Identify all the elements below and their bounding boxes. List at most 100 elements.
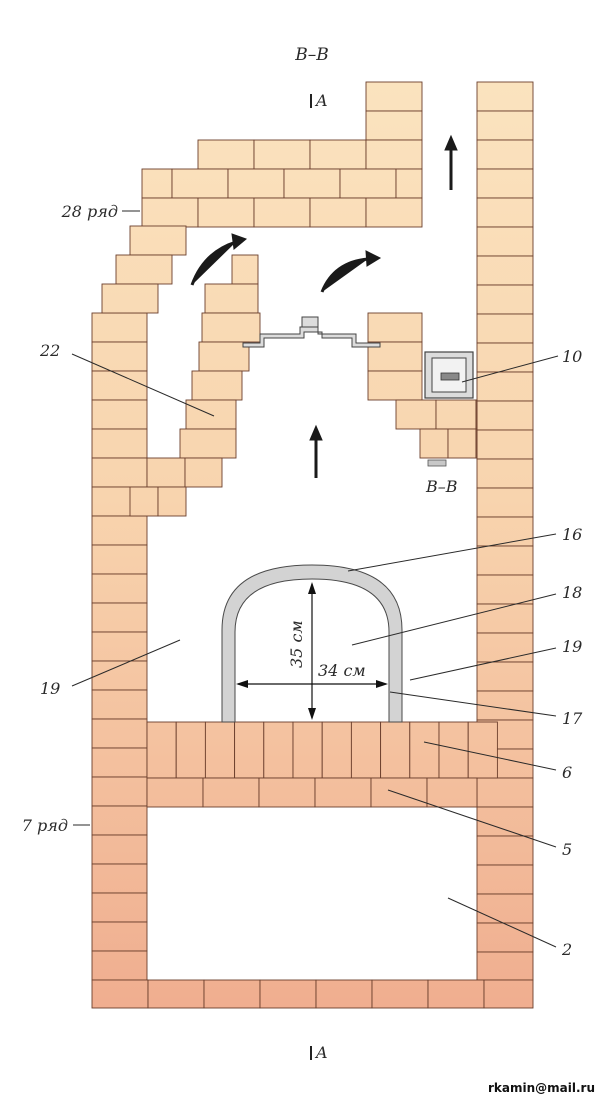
brick	[91, 892, 148, 923]
brick	[476, 632, 534, 663]
brick	[371, 979, 429, 1009]
brick	[197, 197, 255, 228]
callout-19-left: 19	[40, 679, 60, 698]
brick	[476, 777, 534, 808]
section-label-inner: B–B	[425, 477, 458, 496]
brick	[91, 399, 148, 430]
brick	[339, 168, 397, 199]
brick	[157, 486, 187, 517]
brick	[204, 721, 236, 779]
brick	[365, 81, 423, 112]
footer-email: rkamin@mail.ru	[488, 1081, 595, 1095]
damper-tab	[427, 459, 447, 467]
brick	[476, 951, 534, 981]
brick	[253, 139, 311, 170]
brick	[365, 197, 423, 228]
brick	[129, 225, 187, 256]
callout-2: 2	[561, 940, 572, 959]
brick	[476, 284, 534, 315]
brick	[129, 486, 159, 517]
brick	[201, 312, 261, 343]
brick	[234, 721, 265, 779]
callout-10: 10	[562, 347, 582, 366]
brick	[171, 168, 229, 199]
brick	[467, 721, 498, 779]
brick	[476, 603, 534, 634]
brick	[476, 922, 534, 953]
callout-6: 6	[562, 763, 572, 782]
brick	[350, 721, 382, 779]
brick	[292, 721, 323, 779]
brick	[447, 428, 477, 459]
brick	[91, 573, 148, 604]
brick	[91, 834, 148, 865]
brick	[367, 312, 423, 343]
brick	[283, 168, 341, 199]
brick	[475, 399, 478, 430]
brick	[409, 721, 440, 779]
brick	[476, 313, 534, 344]
brick	[476, 197, 534, 228]
callout-18: 18	[562, 583, 582, 602]
brick	[380, 721, 411, 779]
brick	[202, 777, 260, 808]
brick	[476, 864, 534, 895]
brick	[258, 777, 316, 808]
brick	[204, 283, 259, 314]
brick	[91, 747, 148, 778]
brick	[253, 197, 311, 228]
section-mark-top: A	[314, 91, 328, 110]
brick	[476, 893, 534, 924]
section-mark-bar-bottom	[310, 1046, 312, 1060]
brick	[101, 283, 159, 314]
dimension-height: 35 см	[287, 620, 306, 668]
brick	[146, 721, 177, 779]
brick	[91, 515, 148, 546]
brick	[231, 254, 259, 285]
brick	[91, 921, 148, 952]
brick	[179, 428, 237, 459]
brick	[476, 661, 534, 692]
brick	[426, 777, 478, 808]
section-mark-bar-top	[310, 94, 312, 108]
brick	[259, 979, 317, 1009]
brick	[91, 950, 148, 981]
brick	[314, 777, 372, 808]
brick	[91, 602, 148, 633]
brick	[365, 139, 423, 170]
brick-masonry	[91, 81, 534, 1009]
brick	[476, 574, 534, 605]
brick	[476, 255, 534, 286]
arch-mold	[221, 564, 403, 723]
row-label-28: 28 ряд	[61, 202, 118, 221]
brick	[476, 371, 534, 402]
dimension-width: 34 см	[318, 661, 366, 680]
brick	[91, 544, 148, 575]
brick	[91, 718, 148, 749]
brick	[370, 777, 428, 808]
callout-5: 5	[562, 840, 572, 859]
brick	[321, 721, 352, 779]
section-mark-bottom: A	[314, 1043, 328, 1062]
brick	[91, 805, 148, 836]
leader-lines	[71, 210, 559, 948]
brick	[476, 342, 534, 373]
brick	[184, 457, 223, 488]
brick	[367, 370, 423, 401]
brick	[476, 429, 534, 460]
brick	[476, 139, 534, 170]
brick	[263, 721, 294, 779]
callout-19-right: 19	[562, 637, 582, 656]
brick	[309, 197, 367, 228]
brick	[175, 721, 206, 779]
brick	[203, 979, 261, 1009]
dimension-lines	[236, 582, 388, 720]
brick	[91, 370, 148, 401]
metal-plate	[242, 316, 381, 348]
brick	[91, 428, 148, 459]
brick	[476, 806, 534, 837]
callout-17: 17	[562, 709, 583, 728]
brick	[476, 516, 534, 547]
brick	[476, 545, 534, 576]
brick	[91, 341, 148, 372]
